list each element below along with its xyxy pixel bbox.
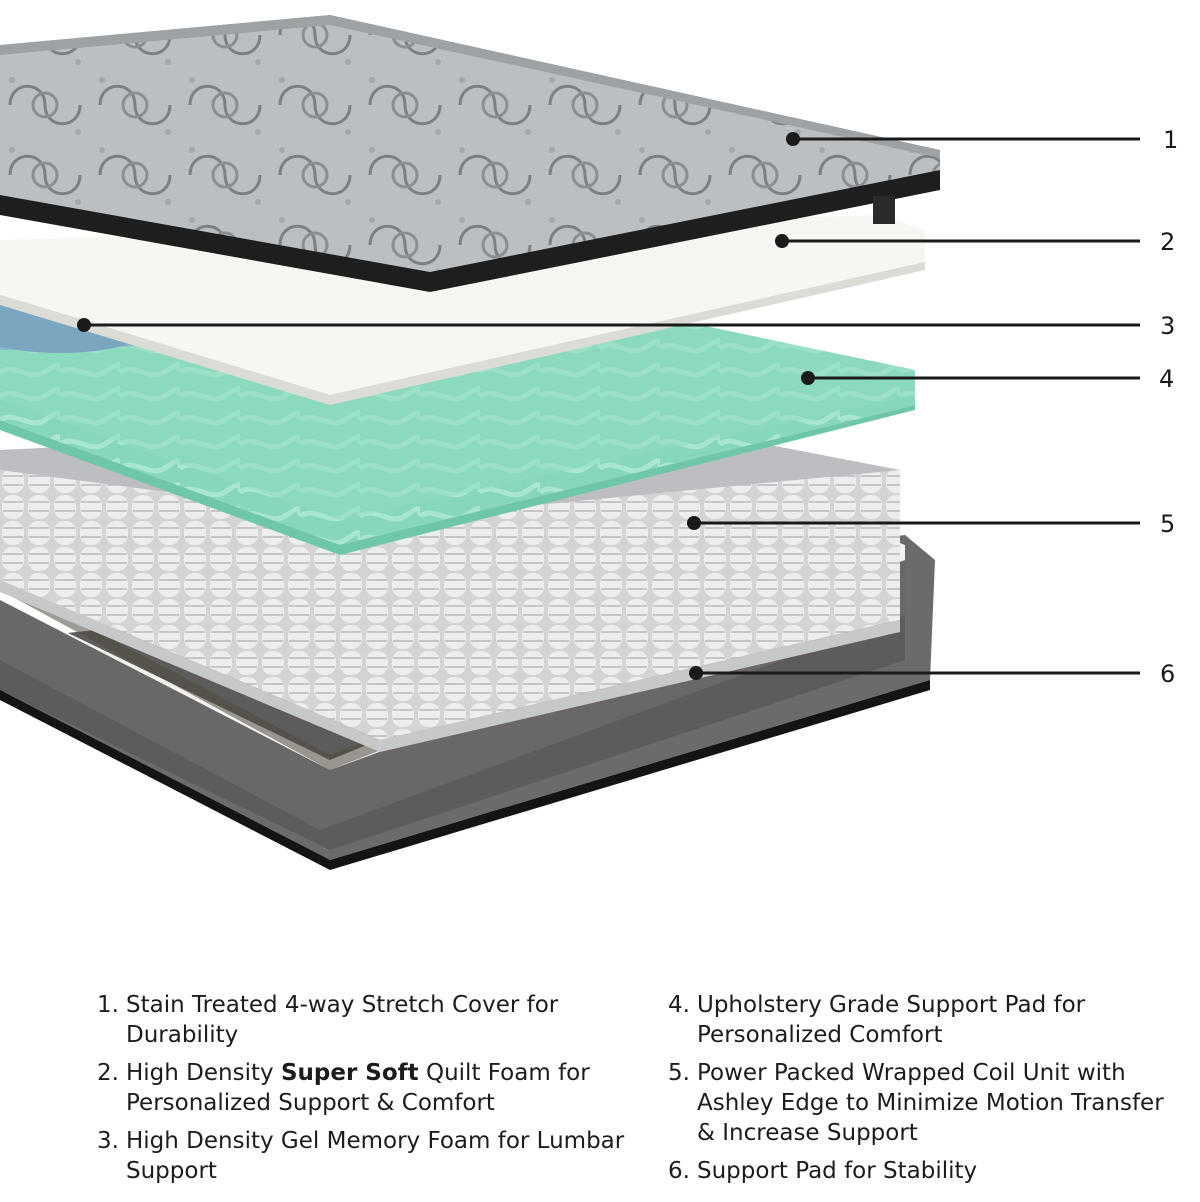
legend-item-number: 3.	[97, 1128, 119, 1154]
legend-item-3: 3. High Density Gel Memory Foam for Lumb…	[97, 1126, 637, 1186]
legend-item-1: 1. Stain Treated 4-way Stretch Cover for…	[97, 990, 637, 1050]
callout-number-1: 1	[1163, 126, 1179, 154]
callout-number-6: 6	[1160, 660, 1176, 688]
legend-item-text: Support Pad for Stability	[697, 1158, 978, 1184]
callout-dot-1	[786, 132, 800, 146]
callout-number-2: 2	[1160, 228, 1176, 256]
callout-number-3: 3	[1160, 312, 1176, 340]
legend-item-number: 6.	[668, 1158, 690, 1184]
legend-item-text: High Density Gel Memory Foam for Lumbar …	[126, 1128, 625, 1184]
legend-item-number: 5.	[668, 1060, 690, 1086]
legend-column-left: 1. Stain Treated 4-way Stretch Cover for…	[97, 990, 637, 1194]
callout-dot-6	[689, 666, 703, 680]
mattress-layer-diagram	[0, 15, 1140, 870]
legend-item-4: 4. Upholstery Grade Support Pad for Pers…	[668, 990, 1188, 1050]
callout-leader-lines	[84, 137, 1140, 675]
legend-text-bold: Super Soft	[280, 1060, 419, 1086]
callout-dot-2	[775, 234, 789, 248]
legend-item-5: 5. Power Packed Wrapped Coil Unit with A…	[668, 1058, 1188, 1148]
legend-item-text: Upholstery Grade Support Pad for Persona…	[697, 992, 1086, 1048]
layer-1-stretch-cover	[0, 15, 940, 292]
layer-2-quilt-foam	[0, 215, 925, 405]
legend-item-text: High Density Super Soft Quilt Foam for P…	[126, 1058, 637, 1118]
callout-dots	[77, 132, 815, 680]
callout-dot-5	[687, 516, 701, 530]
layer-legend: 1. Stain Treated 4-way Stretch Cover for…	[0, 990, 1200, 1202]
legend-text-post: Quilt Foam for Personalized Support & Co…	[126, 1060, 590, 1116]
legend-item-number: 1.	[97, 992, 119, 1018]
legend-item-6: 6. Support Pad for Stability	[668, 1156, 1188, 1186]
legend-item-text: Stain Treated 4-way Stretch Cover for Du…	[126, 992, 559, 1048]
legend-item-text: Power Packed Wrapped Coil Unit with Ashl…	[697, 1060, 1164, 1146]
legend-item-number: 2.	[97, 1060, 119, 1086]
callout-number-4: 4	[1159, 365, 1175, 393]
legend-text-pre: High Density	[126, 1060, 281, 1086]
callout-dot-4	[801, 371, 815, 385]
legend-item-2: 2. High Density Super Soft Quilt Foam fo…	[97, 1058, 637, 1118]
callout-dot-3	[77, 318, 91, 332]
legend-item-number: 4.	[668, 992, 690, 1018]
legend-column-right: 4. Upholstery Grade Support Pad for Pers…	[668, 990, 1188, 1194]
callout-number-5: 5	[1160, 510, 1176, 538]
